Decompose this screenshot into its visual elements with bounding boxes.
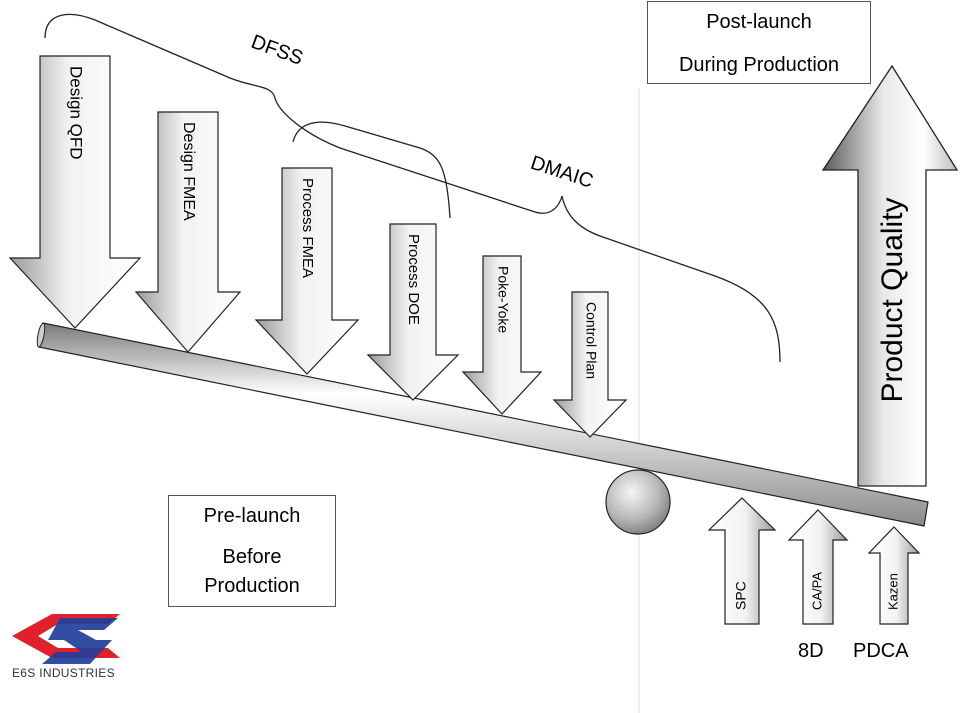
tool-arrow-ca-pa: CA/PA: [787, 509, 849, 625]
post-launch-line2: During Production: [678, 54, 840, 76]
tool-arrow-kazen: Kazen: [867, 526, 921, 625]
product-quality-label: Product Quality: [876, 197, 909, 402]
tool-label-kazen: Kazen: [885, 573, 900, 610]
fulcrum-ball: [605, 469, 671, 535]
pre-launch-line3: Production: [204, 575, 300, 597]
product-quality-arrow: Product Quality: [821, 64, 959, 487]
logo-text: E6S INDUSTRIES: [12, 666, 115, 680]
dfss-bracket: [44, 13, 563, 214]
method-pdca: PDCA: [853, 640, 909, 662]
dmaic-bracket: [292, 121, 451, 219]
pre-launch-line2: Before: [222, 546, 282, 568]
tool-arrow-process-doe: Process DOE: [366, 223, 460, 401]
tool-arrow-design-fmea: Design FMEA: [134, 111, 242, 353]
method-8d: 8D: [798, 640, 824, 662]
post-launch-title: Post-launch: [706, 11, 812, 33]
dmaic-bracket-right: [561, 195, 781, 363]
tool-label-process-fmea: Process FMEA: [299, 178, 316, 278]
pre-launch-box: Pre-launch Before Production: [168, 495, 336, 607]
dfss-label: DFSS: [248, 31, 306, 70]
tool-arrow-spc: SPC: [707, 497, 777, 625]
tool-label-process-doe: Process DOE: [405, 234, 422, 325]
tool-arrow-design-qfd: Design QFD: [8, 55, 142, 329]
post-launch-box: Post-launch During Production: [647, 1, 871, 84]
pre-launch-title: Pre-launch: [203, 505, 301, 527]
tool-arrow-control-plan: Control Plan: [552, 291, 628, 438]
tool-label-ca-pa: CA/PA: [809, 572, 824, 610]
dmaic-label: DMAIC: [528, 152, 596, 193]
e6s-logo: [12, 614, 120, 664]
tool-label-control-plan: Control Plan: [583, 302, 599, 379]
tool-label-design-qfd: Design QFD: [67, 66, 86, 160]
lever-beam: [36, 322, 929, 527]
tool-label-design-fmea: Design FMEA: [180, 122, 197, 221]
tool-label-poke-yoke: Poke-Yoke: [495, 266, 511, 333]
tool-label-spc: SPC: [733, 581, 749, 610]
tool-arrow-poke-yoke: Poke-Yoke: [461, 255, 543, 415]
tool-arrow-process-fmea: Process FMEA: [254, 167, 360, 375]
